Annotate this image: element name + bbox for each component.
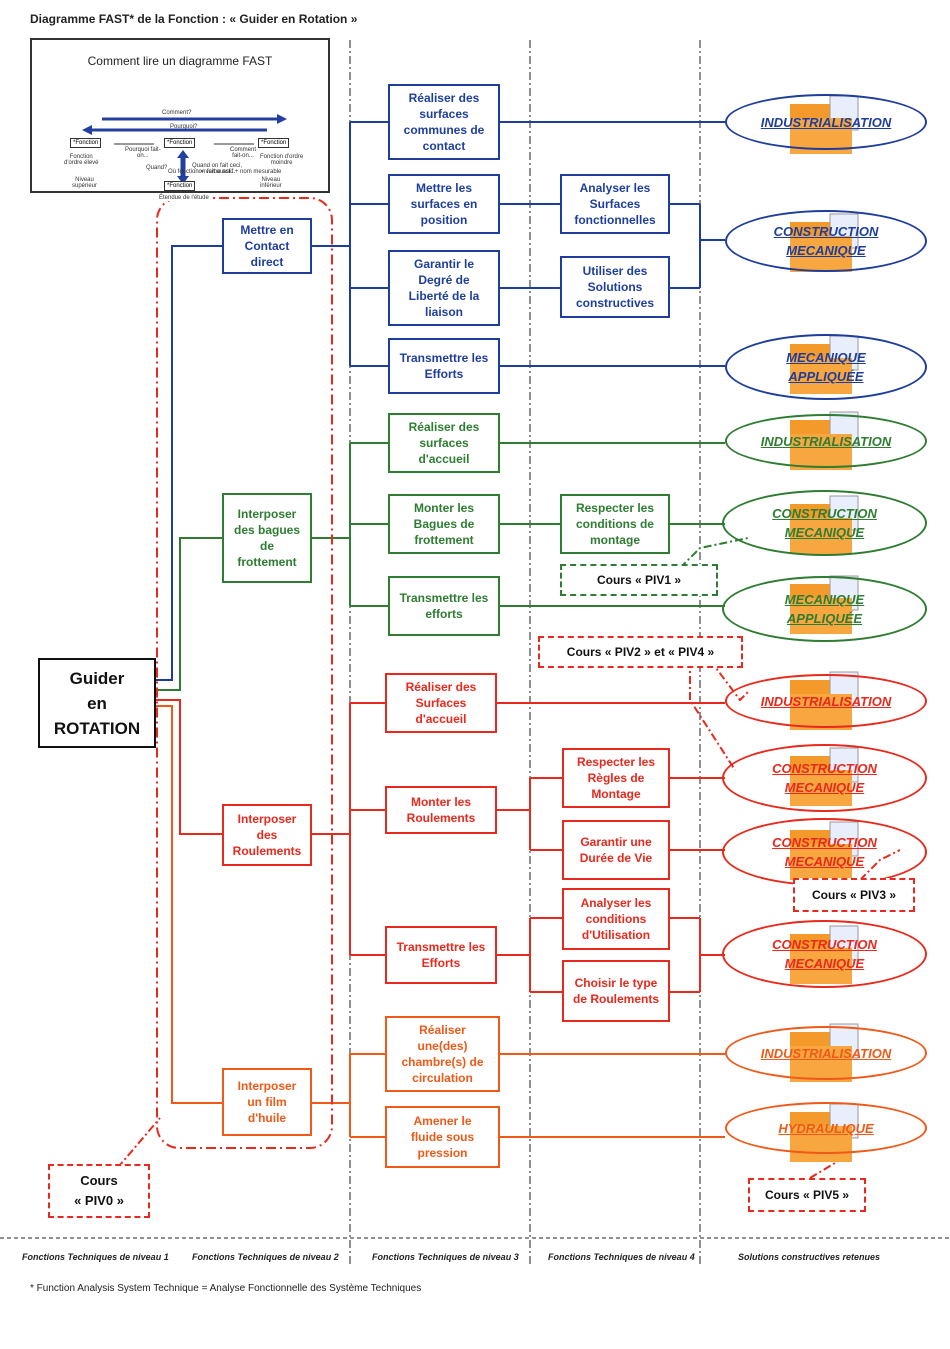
level2-contact-direct: Mettre en Contact direct — [222, 218, 312, 274]
footer-level1: Fonctions Techniques de niveau 1 — [22, 1252, 169, 1262]
level3-monter-bagues: Monter les Bagues de frottement — [388, 494, 500, 554]
level4-conditions-montage: Respecter les conditions de montage — [560, 494, 670, 554]
level3-fluide-pression: Amener le fluide sous pression — [385, 1106, 500, 1168]
legend-ordre-eleve: Fonction d'ordre élevé — [64, 154, 99, 166]
level3-surfaces-communes: Réaliser des surfaces communes de contac… — [388, 84, 500, 160]
footer-level2: Fonctions Techniques de niveau 2 — [192, 1252, 339, 1262]
cours-piv5[interactable]: Cours « PIV5 » — [748, 1178, 866, 1212]
legend-fonction-2: *Fonction — [164, 138, 196, 148]
level3-transmettre-efforts: Transmettre les Efforts — [388, 338, 500, 394]
level2-group-frame — [156, 197, 333, 1149]
solution-industrialisation-3[interactable]: INDUSTRIALISATION — [725, 674, 927, 728]
footer-level3: Fonctions Techniques de niveau 3 — [372, 1252, 519, 1262]
level2-film-huile: Interposer un film d'huile — [222, 1068, 312, 1136]
legend-etendue: Étendue de l'étude — [157, 195, 211, 201]
page-title: Diagramme FAST* de la Fonction : « Guide… — [30, 12, 358, 26]
level3-degre-liberte: Garantir le Degré de Liberté de la liais… — [388, 250, 500, 326]
orange-connectors — [155, 705, 725, 1138]
red-connectors — [155, 699, 725, 993]
green-connectors — [155, 442, 725, 691]
footer-level4: Fonctions Techniques de niveau 4 — [548, 1252, 695, 1262]
solution-construction-mecanique-1[interactable]: CONSTRUCTION MECANIQUE — [725, 210, 927, 272]
root-function: Guider en ROTATION — [38, 658, 156, 748]
level3-transmettre-efforts-green: Transmettre les efforts — [388, 576, 500, 636]
solution-construction-mecanique-2[interactable]: CONSTRUCTION MECANIQUE — [722, 490, 927, 556]
level4-regles-montage: Respecter les Règles de Montage — [562, 748, 670, 808]
cours-piv1[interactable]: Cours « PIV1 » — [560, 564, 718, 596]
level3-monter-roulements: Monter les Roulements — [385, 786, 497, 834]
cours-piv2-piv4[interactable]: Cours « PIV2 » et « PIV4 » — [538, 636, 743, 668]
fast-reading-legend: Comment lire un diagramme FAST Comment? … — [30, 38, 330, 201]
solution-hydraulique[interactable]: HYDRAULIQUE — [725, 1102, 927, 1154]
blue-connectors — [155, 121, 725, 681]
level4-conditions-utilisation: Analyser les conditions d'Utilisation — [562, 888, 670, 950]
level3-transmettre-efforts-red: Transmettre les Efforts — [385, 926, 497, 984]
solution-construction-mecanique-3[interactable]: CONSTRUCTION MECANIQUE — [722, 744, 927, 812]
level4-type-roulements: Choisir le type de Roulements — [562, 960, 670, 1022]
legend-niveau-inf: Niveau inférieur — [260, 177, 282, 189]
level2-bagues-frottement: Interposer des bagues de frottement — [222, 493, 312, 583]
legend-fonction-4: *Fonction — [164, 181, 196, 191]
level4-surfaces-fonctionnelles: Analyser les Surfaces fonctionnelles — [560, 174, 670, 234]
legend-title: Comment lire un diagramme FAST — [87, 54, 273, 68]
solution-mecanique-appliquee-2[interactable]: MECANIQUE APPLIQUÉE — [722, 576, 927, 642]
legend-quand: Quand? — [146, 165, 168, 171]
legend-arrows — [82, 114, 287, 184]
level3-surfaces-accueil: Réaliser des surfaces d'accueil — [388, 413, 500, 473]
legend-ordre-moindre: Fonction d'ordre moindre — [260, 154, 304, 166]
solution-mecanique-appliquee-1[interactable]: MECANIQUE APPLIQUÉE — [725, 334, 927, 400]
solution-industrialisation-2[interactable]: INDUSTRIALISATION — [725, 414, 927, 468]
solution-industrialisation-1[interactable]: INDUSTRIALISATION — [725, 94, 927, 150]
solution-construction-mecanique-5[interactable]: CONSTRUCTION MECANIQUE — [722, 920, 927, 988]
level4-duree-vie: Garantir une Durée de Vie — [562, 820, 670, 880]
level3-chambres-circulation: Réaliser une(des) chambre(s) de circulat… — [385, 1016, 500, 1092]
legend-ou: Où fonction = verbe actif + nom mesurabl… — [168, 169, 282, 175]
legend-pourquoi: Pourquoi? — [170, 124, 198, 130]
level3-surfaces-accueil-red: Réaliser des Surfaces d'accueil — [385, 673, 497, 733]
footer-solutions: Solutions constructives retenues — [738, 1252, 881, 1262]
legend-comment: Comment? — [162, 110, 192, 116]
level3-surfaces-position: Mettre les surfaces en position — [388, 174, 500, 234]
cours-piv3[interactable]: Cours « PIV3 » — [793, 878, 915, 912]
footnote: * Function Analysis System Technique = A… — [30, 1283, 422, 1294]
legend-quand-fait: Quand on fait ceci, on fait aussi... — [192, 163, 243, 175]
legend-fonction-3: *Fonction — [258, 138, 290, 148]
legend-niveau-sup: Niveau supérieur — [72, 177, 98, 189]
level4-solutions-constructives: Utiliser des Solutions constructives — [560, 256, 670, 318]
cours-piv0[interactable]: Cours « PIV0 » — [48, 1164, 150, 1218]
legend-fonction-1: *Fonction — [70, 138, 102, 148]
solution-construction-mecanique-4[interactable]: CONSTRUCTION MECANIQUE — [722, 818, 927, 886]
legend-comment-fait: Comment fait-on... — [230, 147, 257, 159]
level2-roulements: Interposer des Roulements — [222, 804, 312, 866]
legend-pourquoi-fait: Pourquoi fait- on... — [125, 147, 161, 159]
solution-industrialisation-4[interactable]: INDUSTRIALISATION — [725, 1026, 927, 1080]
